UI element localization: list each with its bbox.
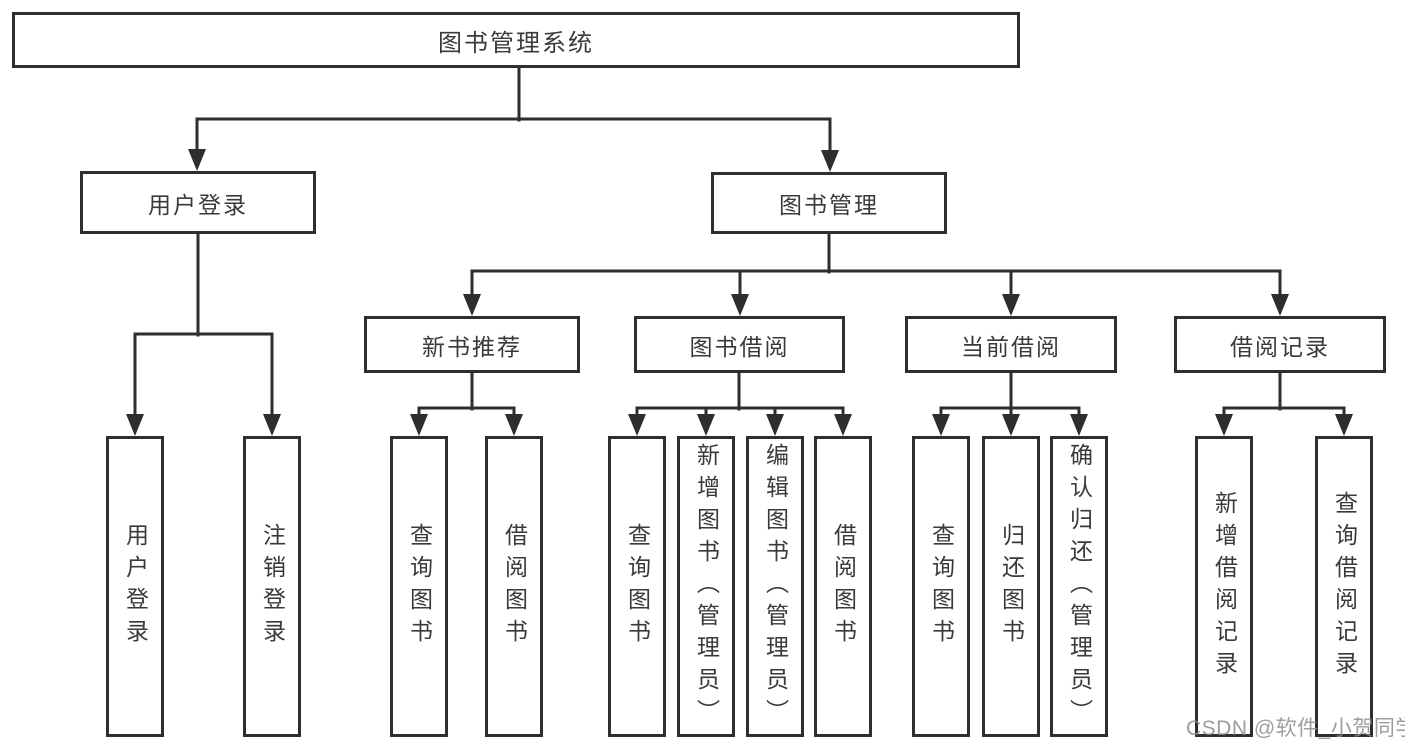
node-user-login: 用户登录 — [80, 171, 316, 234]
node-book-borrowing: 图书借阅 — [634, 316, 845, 373]
leaf-borrow-add-books-admin: 新增图书（管理员） — [677, 436, 735, 737]
leaf-records-query-record: 查询借阅记录 — [1315, 436, 1373, 737]
leaf-label: 用户登录 — [122, 522, 149, 651]
node-borrowing-records: 借阅记录 — [1174, 316, 1386, 373]
node-book-management: 图书管理 — [711, 172, 947, 234]
leaf-label: 确认归还（管理员） — [1066, 442, 1093, 731]
leaf-label: 编辑图书（管理员） — [762, 442, 789, 731]
leaf-borrow-borrow-books: 借阅图书 — [814, 436, 872, 737]
leaf-borrow-edit-books-admin: 编辑图书（管理员） — [746, 436, 804, 737]
leaf-label: 查询图书 — [624, 522, 651, 651]
watermark: CSDN @软件_小贺同学 — [1186, 717, 1405, 740]
leaf-label: 查询图书 — [406, 522, 433, 651]
leaf-label: 注销登录 — [259, 522, 286, 651]
node-current-borrowing: 当前借阅 — [905, 316, 1117, 373]
leaf-records-add-record: 新增借阅记录 — [1195, 436, 1253, 737]
leaf-current-query-books: 查询图书 — [912, 436, 970, 737]
leaf-recommend-query-books: 查询图书 — [390, 436, 448, 737]
leaf-label: 新增借阅记录 — [1211, 490, 1238, 683]
node-library-management-system: 图书管理系统 — [12, 12, 1020, 68]
leaf-current-return-books: 归还图书 — [982, 436, 1040, 737]
leaf-logout: 注销登录 — [243, 436, 301, 737]
leaf-current-confirm-return-admin: 确认归还（管理员） — [1050, 436, 1108, 737]
leaf-recommend-borrow-books: 借阅图书 — [485, 436, 543, 737]
leaf-label: 新增图书（管理员） — [693, 442, 720, 731]
leaf-label: 归还图书 — [998, 522, 1025, 651]
leaf-borrow-query-books: 查询图书 — [608, 436, 666, 737]
leaf-label: 查询图书 — [928, 522, 955, 651]
leaf-label: 借阅图书 — [501, 522, 528, 651]
leaf-label: 借阅图书 — [830, 522, 857, 651]
leaf-label: 查询借阅记录 — [1331, 490, 1358, 683]
node-new-book-recommend: 新书推荐 — [364, 316, 580, 373]
leaf-user-login: 用户登录 — [106, 436, 164, 737]
